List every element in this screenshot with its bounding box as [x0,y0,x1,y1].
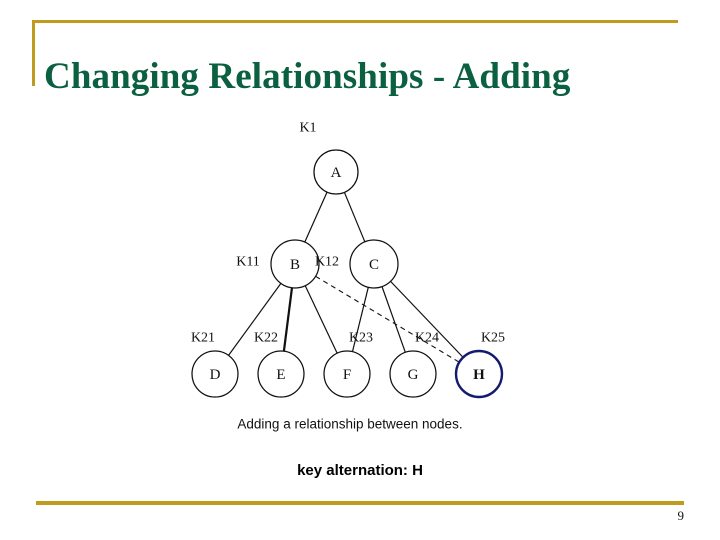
key-label-k22: K22 [254,331,278,346]
node-label-c: C [369,257,379,273]
node-f[interactable]: F [323,350,371,398]
node-e[interactable]: E [257,350,305,398]
key-label-k1: K1 [299,121,316,136]
node-circle-d[interactable] [191,350,239,398]
node-label-a: A [331,165,342,181]
key-label-k24: K24 [415,331,439,346]
node-label-h: H [473,367,485,383]
edge-c-f [351,287,369,352]
edge-c-h [390,280,464,358]
node-d[interactable]: D [191,350,239,398]
edge-a-c [343,192,366,243]
edge-b-f [304,285,338,354]
node-g[interactable]: G [389,350,437,398]
title-left-accent [32,20,35,86]
footer-rule [36,501,684,505]
title-top-rule [32,20,678,23]
key-alternation-note: key alternation: H [297,462,423,479]
diagram-caption: Adding a relationship between nodes. [237,417,462,432]
node-label-g: G [408,367,419,383]
key-label-k12: K12 [315,255,339,270]
node-label-e: E [276,367,285,383]
node-circle-h[interactable] [454,349,504,399]
edge-b-d [228,283,282,356]
key-label-k23: K23 [349,331,373,346]
node-circle-b[interactable] [270,239,320,289]
node-circle-f[interactable] [323,350,371,398]
node-label-b: B [290,257,300,273]
node-circle-a[interactable] [313,149,359,195]
edge-a-b [304,191,328,243]
node-circle-c[interactable] [349,239,399,289]
node-circle-e[interactable] [257,350,305,398]
page-title: Changing Relationships - Adding [44,55,571,97]
node-a[interactable]: A [313,149,359,195]
edge-c-g [381,286,406,353]
node-label-f: F [343,367,351,383]
node-label-d: D [210,367,221,383]
node-c[interactable]: C [349,239,399,289]
key-label-k25: K25 [481,331,505,346]
key-label-k11: K11 [236,255,260,270]
node-b[interactable]: B [270,239,320,289]
edge-b-h [315,275,460,363]
node-h[interactable]: H [454,349,504,399]
key-label-k21: K21 [191,331,215,346]
edge-layer [228,191,464,363]
edge-b-e [282,287,294,352]
page-number: 9 [677,508,685,523]
node-circle-g[interactable] [389,350,437,398]
